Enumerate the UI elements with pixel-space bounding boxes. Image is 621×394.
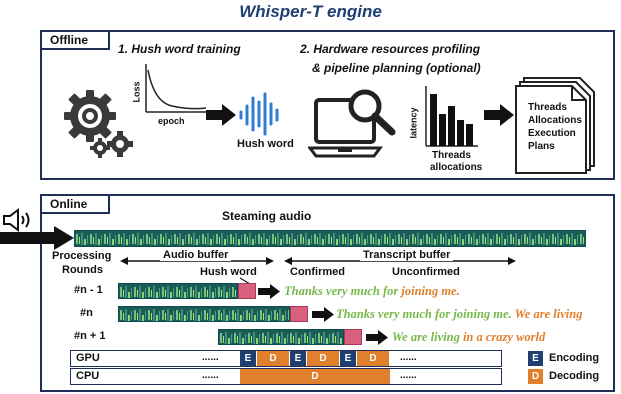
round-n-plus-1-unconfirmed: in a crazy world [462,330,546,344]
cpu-label: CPU [76,370,100,382]
legend-decoding-label: Decoding [549,370,600,382]
speaker-icon [3,208,30,232]
round-n-plus-1-transcript: We are living in a crazy world [392,330,545,345]
round-label-n: #n [80,307,93,319]
doc-line-plans: Plans [528,141,555,152]
gpu-dots-left: ...... [202,352,219,363]
step2-title-line1: 2. Hardware resources profiling [300,42,481,56]
round-n-minus-1-unconfirmed: joining me. [401,284,460,298]
laptop-magnifier-icon [308,89,396,158]
latency-axis-label: latency [408,107,419,139]
streaming-audio-spectrogram [74,230,586,247]
round-n-minus-1-confirmed: Thanks very much for [284,284,399,298]
arrow-right-icon [206,104,236,126]
latency-bar-3 [448,106,455,146]
round-n-minus-1-audio [118,283,238,299]
round-label-n-minus-1: #n - 1 [74,284,103,296]
arrow-right-icon-2 [484,104,514,126]
epoch-axis-label: epoch [158,116,185,126]
round-n-transcript: Thanks very much for joining me. We are … [336,307,582,322]
gpu-dots-right: ...... [400,352,417,363]
step2-title-line2: & pipeline planning (optional) [312,61,481,75]
gpu-cell-encode-2: E [290,351,306,366]
latency-bar-4 [457,120,464,146]
processing-rounds-label-line2: Rounds [62,264,103,276]
processing-rounds-label-line1: Processing [52,250,112,262]
gpu-cell-encode-1: E [240,351,256,366]
audio-buffer-span-arrow [120,257,274,265]
audio-buffer-label: Audio buffer [160,249,232,261]
threads-axis-label-line1: Threads [432,150,471,161]
round-label-n-plus-1: #n + 1 [74,330,106,342]
round-n-minus-1-arrow [258,284,280,299]
latency-bar-2 [439,114,446,146]
gpu-cell-decode-1: D [257,351,289,366]
gpu-cell-encode-3: E [340,351,356,366]
cpu-cell-decode: D [240,369,390,384]
confirmed-header: Confirmed [290,266,345,278]
latency-bar-1 [430,94,437,146]
loss-curve-chart [145,64,208,113]
round-n-unconfirmed: We are living [514,307,583,321]
doc-line-allocations: Allocations [528,115,582,126]
step1-title: 1. Hush word training [118,42,241,56]
stream-input-arrow-icon [0,226,74,250]
legend-encoding-label: Encoding [549,352,600,364]
doc-line-threads: Threads [528,102,567,113]
gears-icon [64,90,133,158]
document-stack-icon [515,77,595,174]
legend-decoding-swatch: D [528,369,543,384]
latency-bar-chart [425,86,478,147]
diagram-title: Whisper-T engine [239,2,382,21]
round-n-minus-1-transcript: Thanks very much for joining me. [284,284,460,299]
round-n-audio [118,306,290,322]
hush-word-header: Hush word [200,266,257,278]
gpu-label: GPU [76,352,100,364]
round-n-plus-1-audio [218,329,344,345]
transcript-buffer-label: Transcript buffer [360,249,454,261]
streaming-audio-label: Steaming audio [222,209,312,223]
round-n-hush-block [290,306,308,322]
threads-axis-label-line2: allocations [430,162,483,173]
offline-tag: Offline [40,30,110,50]
latency-bar-5 [466,124,473,146]
unconfirmed-header: Unconfirmed [392,266,460,278]
doc-line-execution: Execution [528,128,576,139]
round-n-plus-1-hush-block [344,329,362,345]
loss-axis-label: Loss [131,81,142,103]
round-n-plus-1-confirmed: We are living [392,330,460,344]
round-n-arrow [312,307,334,322]
round-n-minus-1-hush-block [238,283,256,299]
cpu-dots-right: ...... [400,370,417,381]
legend-encoding-swatch: E [528,351,543,366]
transcript-buffer-span-arrow [284,257,516,265]
hush-word-label: Hush word [237,138,294,150]
gpu-cell-decode-3: D [357,351,389,366]
waveform-icon [239,92,279,136]
online-tag: Online [40,194,110,214]
gpu-cell-decode-2: D [307,351,339,366]
cpu-dots-left: ...... [202,370,219,381]
round-n-plus-1-arrow [366,330,388,345]
round-n-confirmed: Thanks very much for joining me. [336,307,512,321]
